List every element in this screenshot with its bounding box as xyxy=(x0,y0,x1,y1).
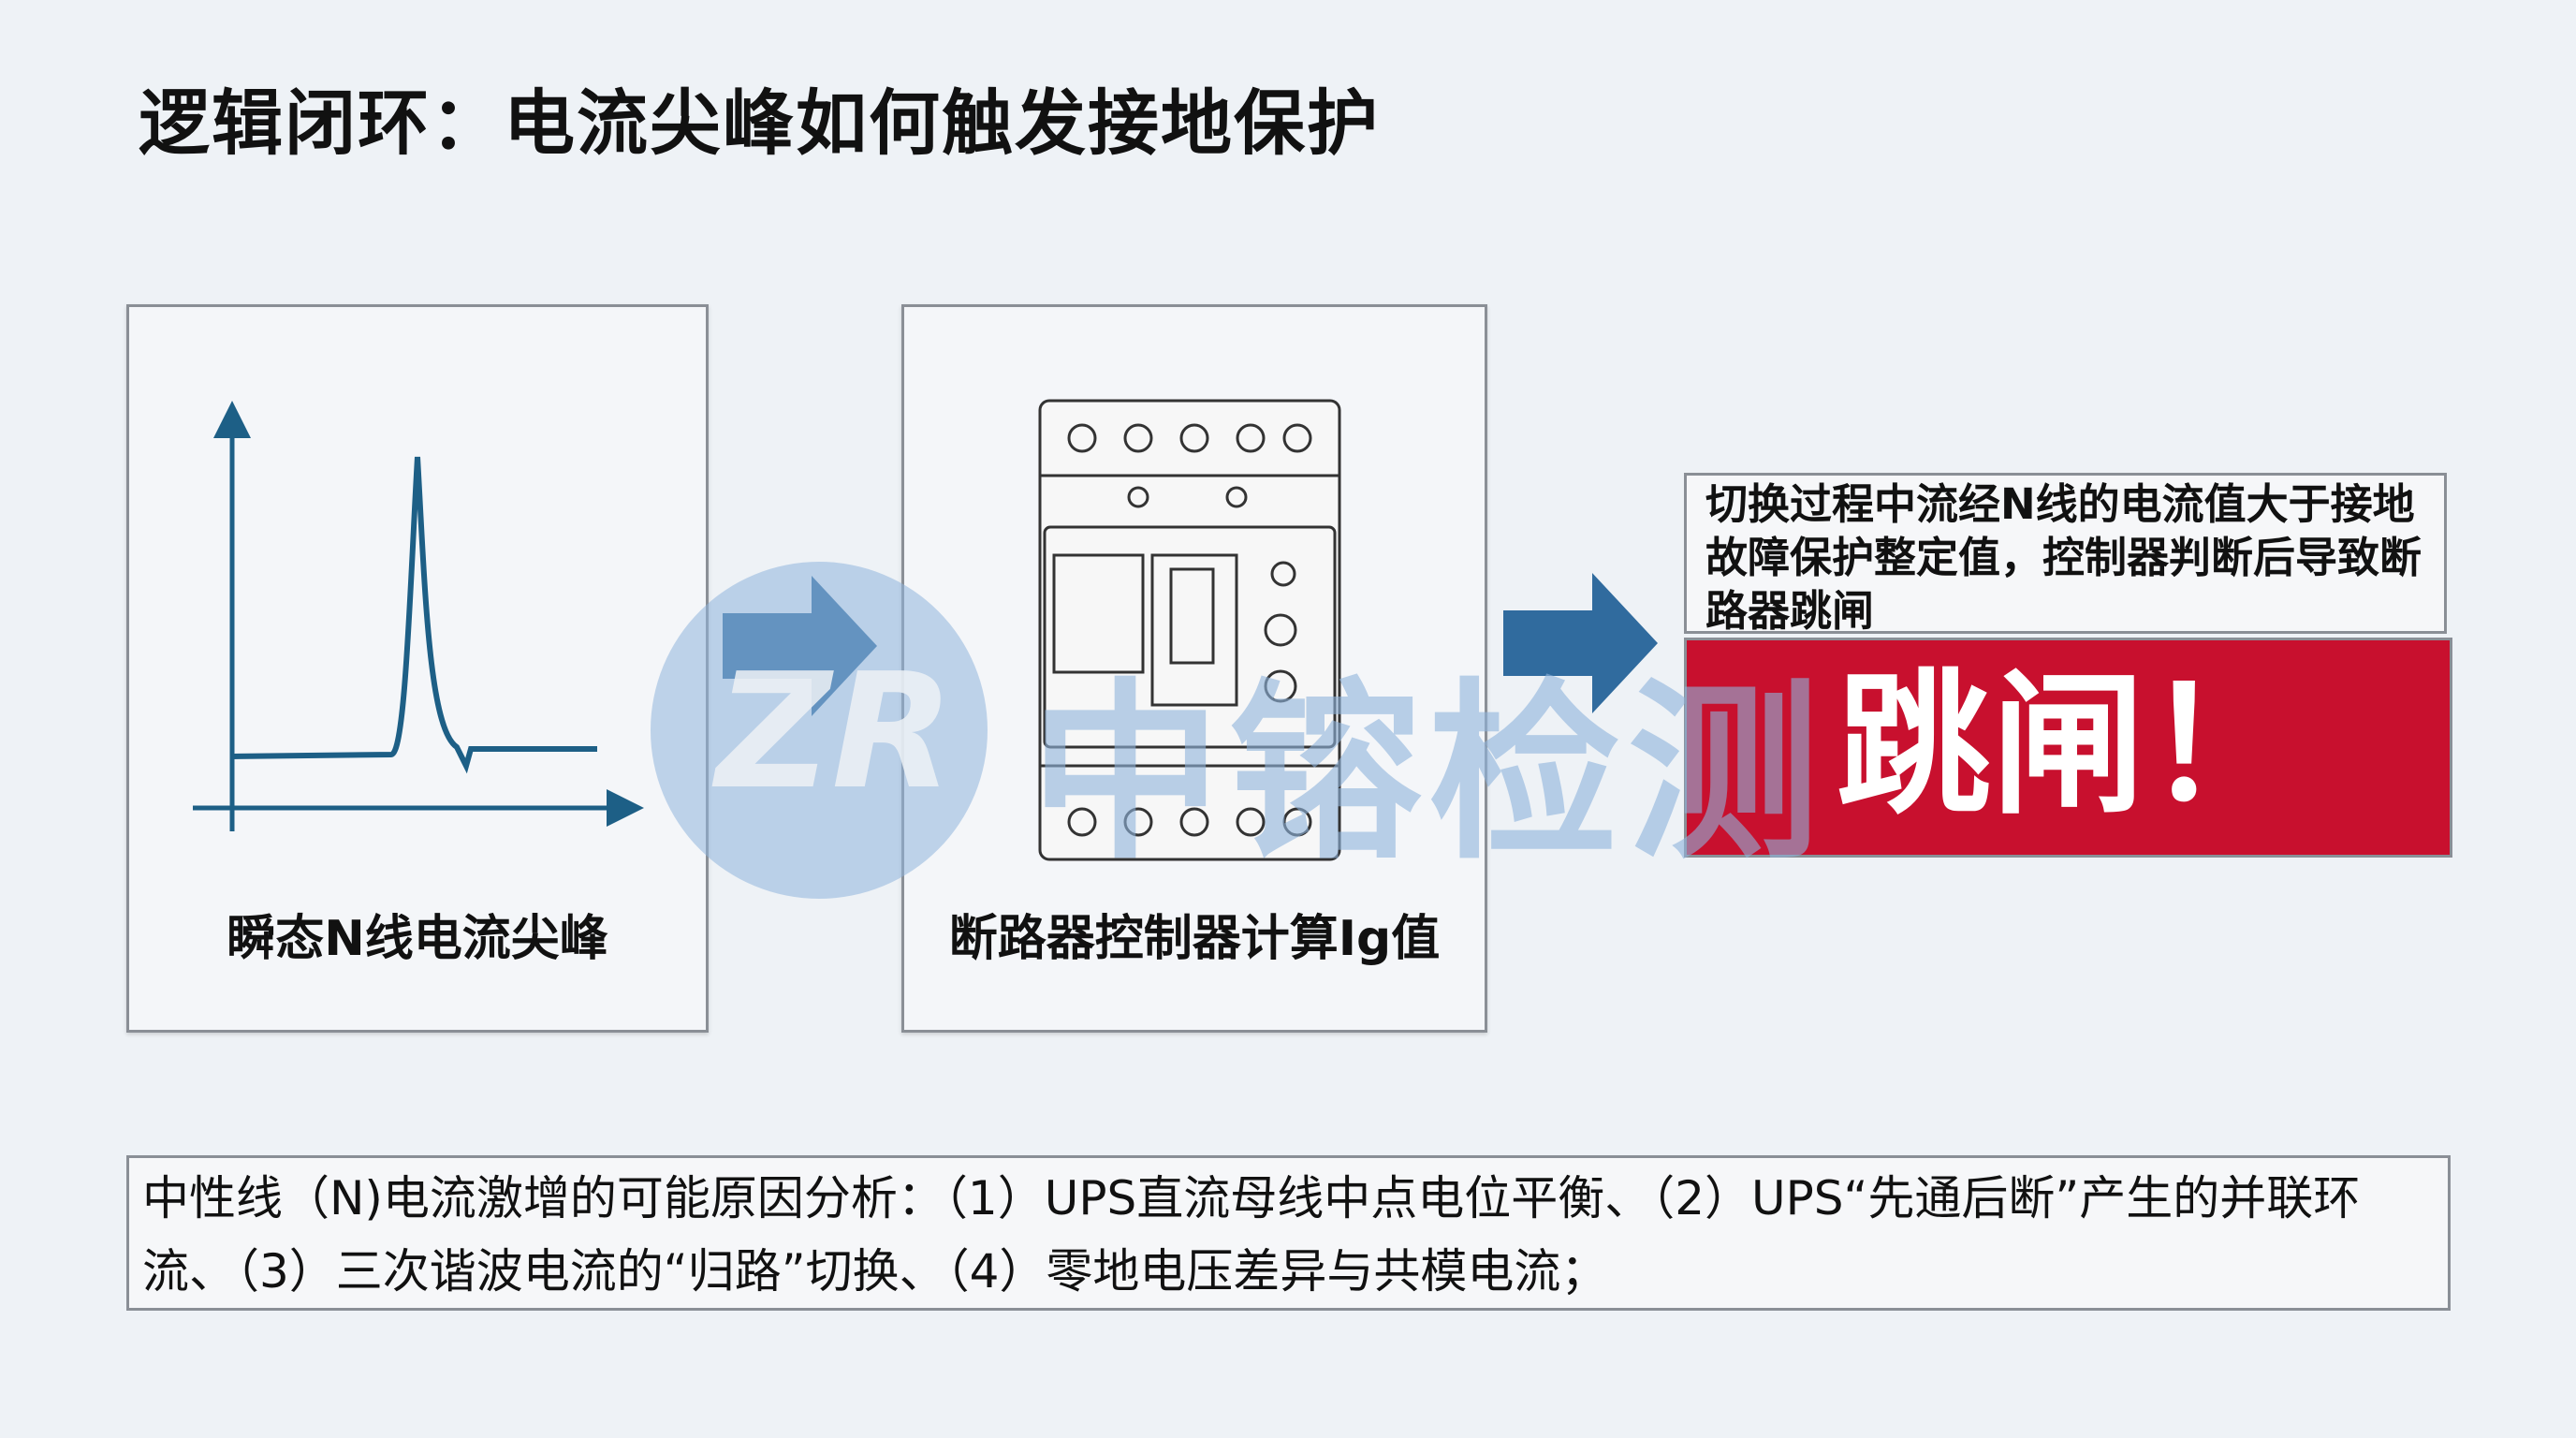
panel-label: 瞬态N线电流尖峰 xyxy=(227,911,608,967)
svg-text:ZR: ZR xyxy=(711,639,954,825)
panel-current-spike: 瞬态N线电流尖峰 xyxy=(126,304,709,1033)
watermark-text: 中镕检测 xyxy=(1030,663,1827,886)
panel-label: 断路器控制器计算Ig值 xyxy=(948,911,1441,967)
page-title: 逻辑闭环：电流尖峰如何触发接地保护 xyxy=(139,81,1380,165)
trip-description: 切换过程中流经N线的电流值大于接地故障保护整定值，控制器判断后导致断路器跳闸 xyxy=(1684,473,2447,636)
arrow-right-icon xyxy=(1503,573,1658,713)
circuit-breaker-icon xyxy=(1038,399,1341,861)
current-spike-graph-icon xyxy=(193,401,644,831)
trip-alert-banner: 跳闸！ xyxy=(1684,638,2452,858)
cause-analysis-box: 中性线（N)电流激增的可能原因分析：（1）UPS直流母线中点电位平衡、（2）UP… xyxy=(126,1155,2451,1311)
zr-logo-watermark-icon: ZR xyxy=(651,562,988,899)
panel-breaker-controller: 断路器控制器计算Ig值 xyxy=(901,304,1487,1033)
